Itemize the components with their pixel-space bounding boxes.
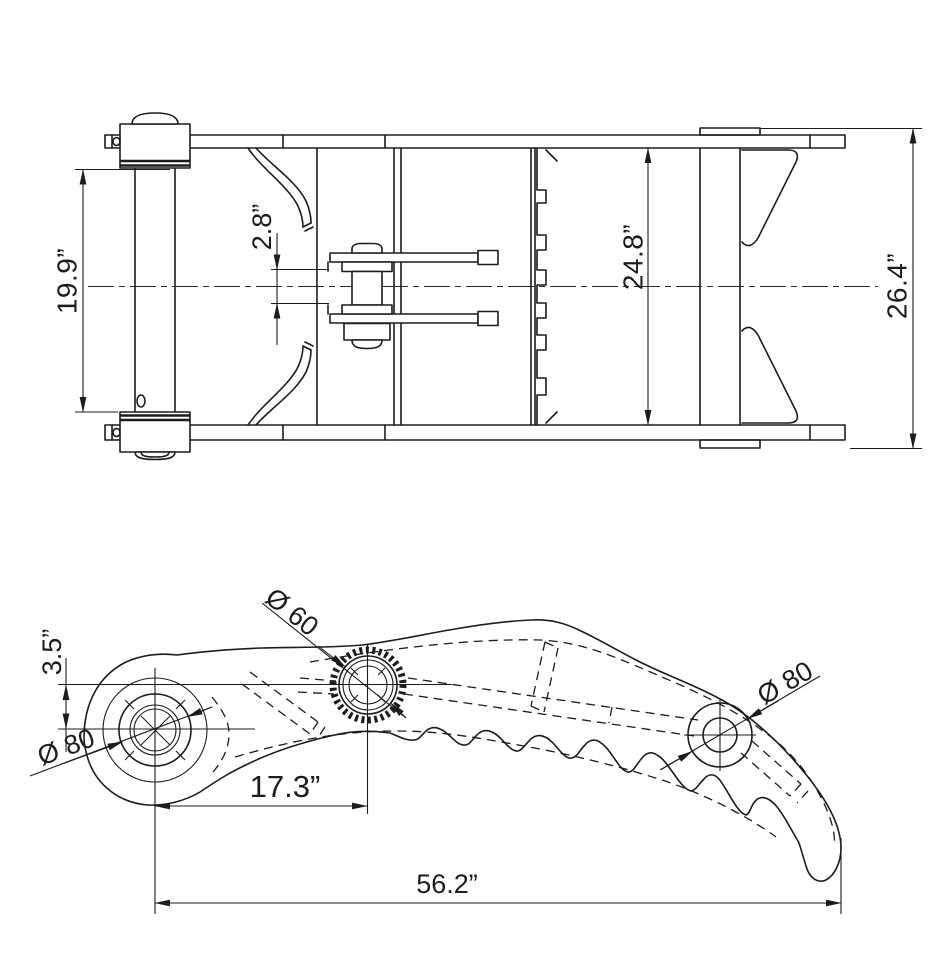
pin-top-cap [131,112,179,125]
dim-inner-width-label: 24.8” [618,224,649,290]
dim-overall-length: 56.2” [154,838,842,914]
right-post [699,127,799,449]
dim-ear-gap-label: 2.8” [247,204,277,251]
dim-center-offset-label: 3.5” [37,629,67,676]
side-view: 3.5” Ø 80 Ø 60 Ø 80 17.3” [29,582,842,914]
link-boss [329,645,407,814]
curved-gussets [247,147,314,426]
dim-pin-length: 19.9” [52,168,170,413]
top-view: 19.9” 2.8” 24.8” 26.4” [52,112,922,461]
post-gusset-bottom [741,326,799,424]
dim-center-offset: 3.5” [37,629,452,752]
hidden-lines [211,639,836,846]
ear-plates [327,249,499,327]
pin-cross-hole [136,394,146,408]
dim-ear-gap: 2.8” [247,204,329,345]
post-gusset-top [741,149,799,247]
dim-overall-length-label: 56.2” [416,869,478,899]
plate-edges [316,147,402,426]
left-pin [112,112,191,461]
dim-pin-spacing-label: 17.3” [250,769,321,804]
top-bar [104,134,846,149]
dim-link-bore-label: Ø 60 [260,582,324,642]
thumb-outline [83,619,842,882]
dim-pin-length-label: 19.9” [52,248,83,314]
dim-tip-bore: Ø 80 [659,655,821,771]
dim-overall-width-label: 26.4” [882,253,913,319]
bottom-bar [104,424,846,441]
main-boss [102,668,208,914]
dim-pin-spacing: 17.3” [154,769,368,810]
center-bolt [341,242,393,350]
dim-tip-bore-label: Ø 80 [752,655,818,710]
dim-overall-width: 26.4” [760,127,922,450]
pin-bottom-cap [134,451,176,461]
serrated-strip [530,147,558,426]
tip-hole [684,699,756,771]
dim-inner-width: 24.8” [618,147,652,426]
